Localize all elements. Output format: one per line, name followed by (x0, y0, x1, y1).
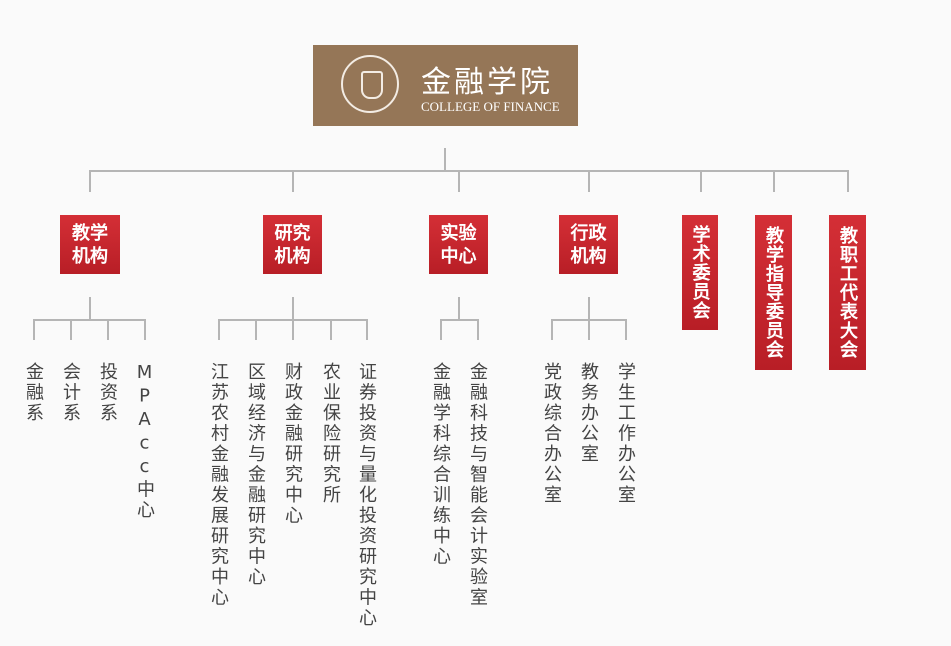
connector-line (477, 319, 479, 340)
connector-line (458, 170, 460, 192)
leaf-node: 投资系 (97, 362, 118, 424)
node-teaching-guidance-committee: 教学指导委员会 (755, 215, 792, 370)
leaf-node: 农业保险研究所 (320, 362, 341, 506)
leaf-node: MPAcc中心 (134, 362, 155, 521)
connector-line (551, 319, 553, 340)
connector-line (588, 170, 590, 192)
connector-line (625, 319, 627, 340)
node-admin: 行政机构 (559, 215, 618, 274)
connector-line (847, 170, 849, 192)
connector-line (292, 170, 294, 192)
connector-line (292, 297, 294, 319)
connector-line (588, 297, 590, 319)
leaf-node: 党政综合办公室 (541, 362, 562, 506)
node-academic-committee: 学术委员会 (682, 215, 718, 330)
connector-line (444, 148, 446, 170)
connector-line (255, 319, 257, 340)
connector-line (89, 297, 91, 319)
connector-line (700, 170, 702, 192)
connector-line (440, 319, 442, 340)
leaf-node: 金融科技与智能会计实验室 (467, 362, 488, 608)
logo-title-en: COLLEGE OF FINANCE (421, 99, 560, 114)
connector-line (33, 319, 144, 321)
leaf-node: 财政金融研究中心 (282, 362, 303, 526)
node-teaching: 教学机构 (60, 215, 120, 274)
connector-line (292, 319, 294, 340)
connector-line (144, 319, 146, 340)
leaf-node: 教务办公室 (578, 362, 599, 465)
logo-title-cn: 金融学院 (421, 65, 553, 100)
node-lab: 实验中心 (429, 215, 488, 274)
leaf-node: 会计系 (60, 362, 81, 424)
connector-line (33, 319, 35, 340)
connector-line (588, 319, 590, 340)
leaf-node: 证券投资与量化投资研究中心 (356, 362, 377, 629)
connector-line (773, 170, 775, 192)
connector-line (89, 170, 91, 192)
node-staff-congress: 教职工代表大会 (829, 215, 866, 370)
connector-line (330, 319, 332, 340)
connector-line (440, 319, 477, 321)
connector-line (70, 319, 72, 340)
node-research: 研究机构 (263, 215, 322, 274)
connector-line (218, 319, 220, 340)
connector-line (366, 319, 368, 340)
connector-line (89, 170, 848, 172)
connector-line (458, 297, 460, 319)
connector-line (107, 319, 109, 340)
seal-icon (341, 55, 399, 113)
college-logo: 金融学院 COLLEGE OF FINANCE (313, 45, 578, 126)
leaf-node: 区域经济与金融研究中心 (245, 362, 266, 588)
leaf-node: 金融学科综合训练中心 (430, 362, 451, 567)
leaf-node: 金融系 (23, 362, 44, 424)
leaf-node: 学生工作办公室 (615, 362, 636, 506)
leaf-node: 江苏农村金融发展研究中心 (208, 362, 229, 608)
